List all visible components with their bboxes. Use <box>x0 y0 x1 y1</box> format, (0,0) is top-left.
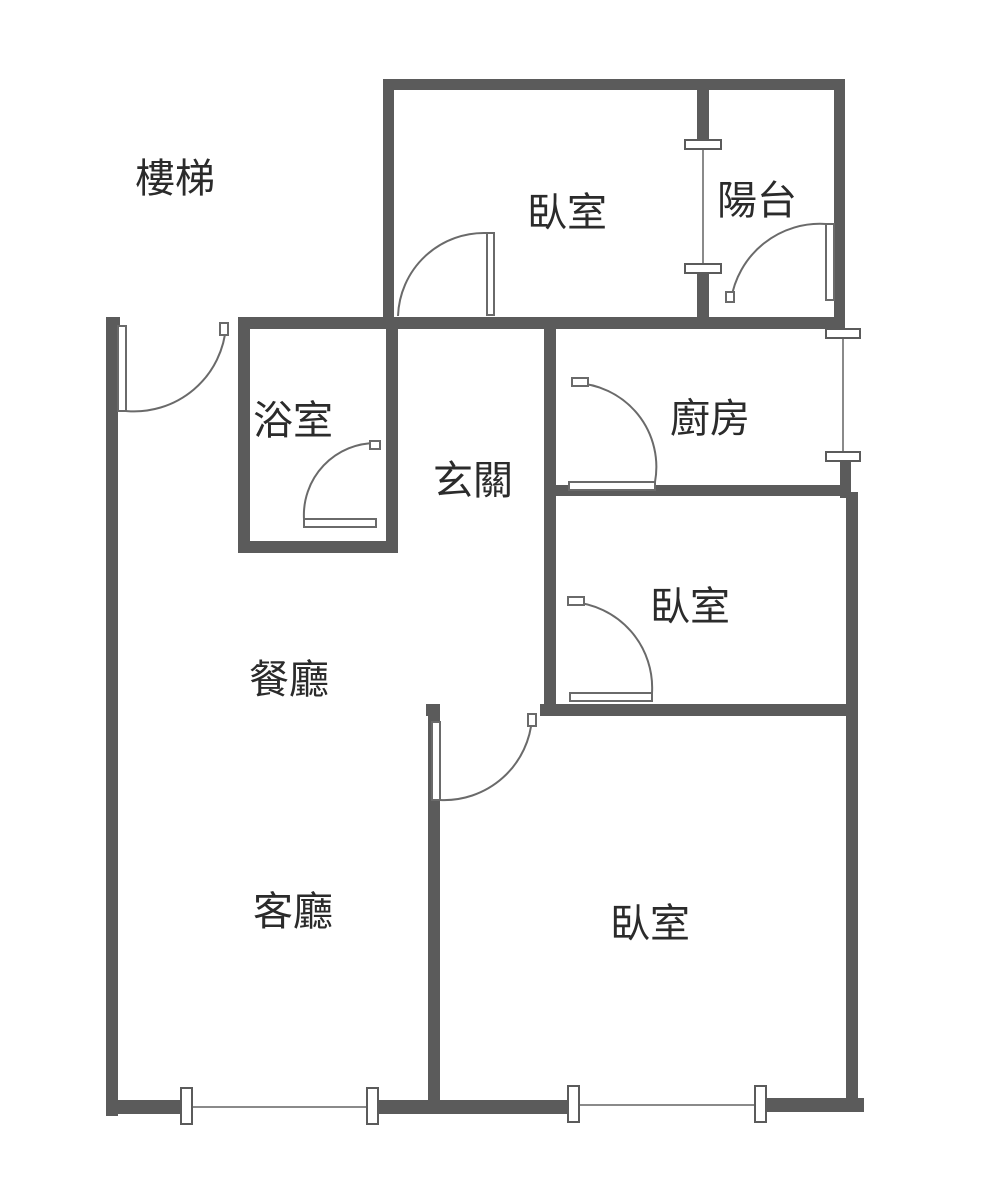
door-leaf <box>117 325 127 412</box>
door-leaf <box>303 518 377 528</box>
wall-top-block-left <box>383 79 394 323</box>
label-bathroom: 浴室 <box>253 398 333 444</box>
window-post <box>825 451 861 462</box>
label-bedroom-top: 臥室 <box>527 190 607 236</box>
window-post <box>180 1087 193 1125</box>
door-leaf <box>569 692 653 702</box>
wall-bottom-right <box>760 1098 864 1112</box>
wall-left-exterior <box>106 320 118 1116</box>
door-leaf <box>567 596 585 606</box>
door-swing <box>302 441 377 520</box>
wall-bathroom-left <box>238 317 250 553</box>
wall-bathroom-bottom <box>238 541 398 553</box>
wall-bedroom-top <box>540 704 850 716</box>
label-living-room: 客廳 <box>253 889 333 935</box>
wall-kitchen-left <box>544 323 556 713</box>
door-swing <box>397 231 488 317</box>
wall-right-exterior <box>846 492 858 1098</box>
label-dining-room: 餐廳 <box>249 657 329 703</box>
window-post <box>684 139 722 150</box>
room-labels: 樓梯 臥室 陽台 浴室 廚房 玄關 臥室 餐廳 客廳 臥室 <box>135 156 797 947</box>
wall-balcony-divider-lower <box>697 270 709 320</box>
wall-kitchen-bottom <box>548 485 850 496</box>
door-swing <box>574 382 658 483</box>
wall-entry-top <box>106 317 120 327</box>
window-post <box>825 328 861 339</box>
label-stairs: 樓梯 <box>135 156 215 202</box>
walls <box>106 79 864 1116</box>
door-leaf <box>369 440 381 450</box>
wall-bottom-left <box>106 1100 186 1114</box>
door-leaf <box>219 322 229 336</box>
label-balcony: 陽台 <box>717 178 797 224</box>
door-swing <box>125 325 227 413</box>
wall-top-block-right <box>834 79 845 329</box>
door-swing <box>571 601 654 694</box>
window-post <box>684 263 722 274</box>
door-swing <box>439 717 533 802</box>
windows <box>180 139 861 1125</box>
label-kitchen: 廚房 <box>670 396 750 442</box>
label-entrance: 玄關 <box>433 458 513 504</box>
wall-right-exterior-kitchen <box>840 458 851 498</box>
wall-bedroom-left <box>428 704 440 1114</box>
door-leaf <box>571 377 589 387</box>
label-bedroom-bottom: 臥室 <box>610 901 690 947</box>
wall-main-horizontal <box>238 317 845 329</box>
door-leaf <box>825 223 835 301</box>
window-post <box>567 1085 580 1123</box>
label-bedroom-middle: 臥室 <box>650 584 730 630</box>
window-post <box>366 1087 379 1125</box>
door-leaf <box>527 713 537 727</box>
door-swing <box>730 222 827 301</box>
door-leaf <box>568 481 656 491</box>
window-post <box>754 1085 767 1123</box>
wall-bathroom-right <box>386 323 398 553</box>
wall-top-block-top <box>383 79 845 90</box>
door-leaf <box>486 232 495 316</box>
wall-bottom-middle <box>374 1100 574 1114</box>
wall-balcony-divider-upper <box>697 90 709 140</box>
door-leaf <box>725 291 735 303</box>
door-leaf <box>431 721 441 801</box>
doors <box>117 222 835 802</box>
